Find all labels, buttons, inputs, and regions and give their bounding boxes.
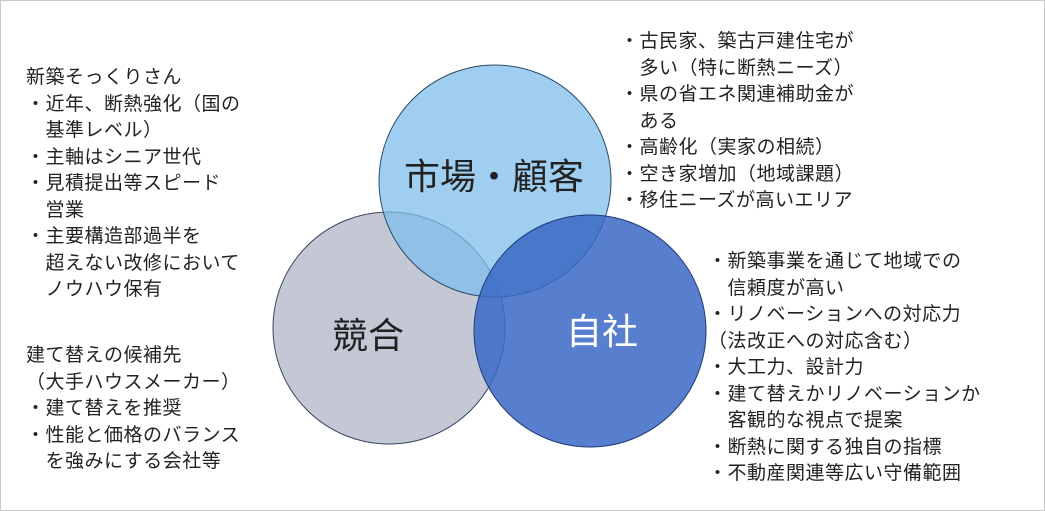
note-line: ・主要構造部過半を (26, 225, 202, 247)
competitor-circle-label: 競合 (332, 316, 405, 357)
note-line: ・新築事業を通じて地域での (708, 250, 962, 272)
company-circle (473, 214, 707, 448)
note-line: ・古民家、築古戸建住宅が (620, 30, 855, 52)
note-line: 客観的な視点で提案 (708, 409, 904, 431)
note-line: ・県の省エネ関連補助金が (620, 83, 855, 105)
note-line: 超えない改修において (26, 251, 240, 274)
company-circle-label: 自社 (566, 312, 639, 353)
note-line: を強みにする会社等 (26, 450, 222, 472)
note-line: 多い（特に断熱ニーズ） (620, 56, 854, 79)
note-line: ・見積提出等スピード (26, 172, 222, 194)
note-line: ・近年、断熱強化（国の (26, 92, 241, 115)
note-line: ・大工力、設計力 (708, 356, 865, 378)
company-notes: ・新築事業を通じて地域での 信頼度が高い ・リノベーションへの対応力 （法改正へ… (708, 248, 981, 487)
note-line: ・断熱に関する独自の指標 (708, 435, 943, 458)
note-line: 新築そっくりさん (26, 66, 183, 88)
market-circle-label: 市場・顧客 (404, 157, 585, 198)
note-line: ・建て替えかリノベーションか (708, 382, 981, 405)
note-line: ・空き家増加（地域課題） (620, 162, 855, 185)
note-line: ・リノベーションへの対応力 (708, 303, 962, 325)
note-line: （法改正への対応含む） (708, 329, 923, 352)
competitor-notes-1: 新築そっくりさん ・近年、断熱強化（国の 基準レベル） ・主軸はシニア世代 ・見… (26, 64, 241, 303)
competitor-notes-2: 建て替えの候補先 （大手ハウスメーカー） ・建て替えを推奨 ・性能と価格のバラン… (26, 342, 241, 475)
note-line: ある (620, 109, 679, 132)
note-line: （大手ハウスメーカー） (26, 370, 241, 393)
note-line: ・高齢化（実家の相続） (620, 136, 835, 158)
note-line: ・主軸はシニア世代 (26, 145, 202, 168)
note-line: ・不動産関連等広い守備範囲 (708, 462, 962, 484)
note-line: ・性能と価格のバランス (26, 423, 241, 446)
note-line: 信頼度が高い (708, 276, 845, 299)
note-line: ・建て替えを推奨 (26, 397, 183, 419)
note-line: 基準レベル） (26, 119, 163, 141)
note-line: 建て替えの候補先 (26, 344, 183, 366)
note-line: 営業 (26, 198, 85, 221)
market-notes: ・古民家、築古戸建住宅が 多い（特に断熱ニーズ） ・県の省エネ関連補助金が ある… (620, 28, 854, 214)
note-line: ・移住ニーズが高いエリア (620, 189, 854, 211)
note-line: ノウハウ保有 (26, 278, 163, 300)
